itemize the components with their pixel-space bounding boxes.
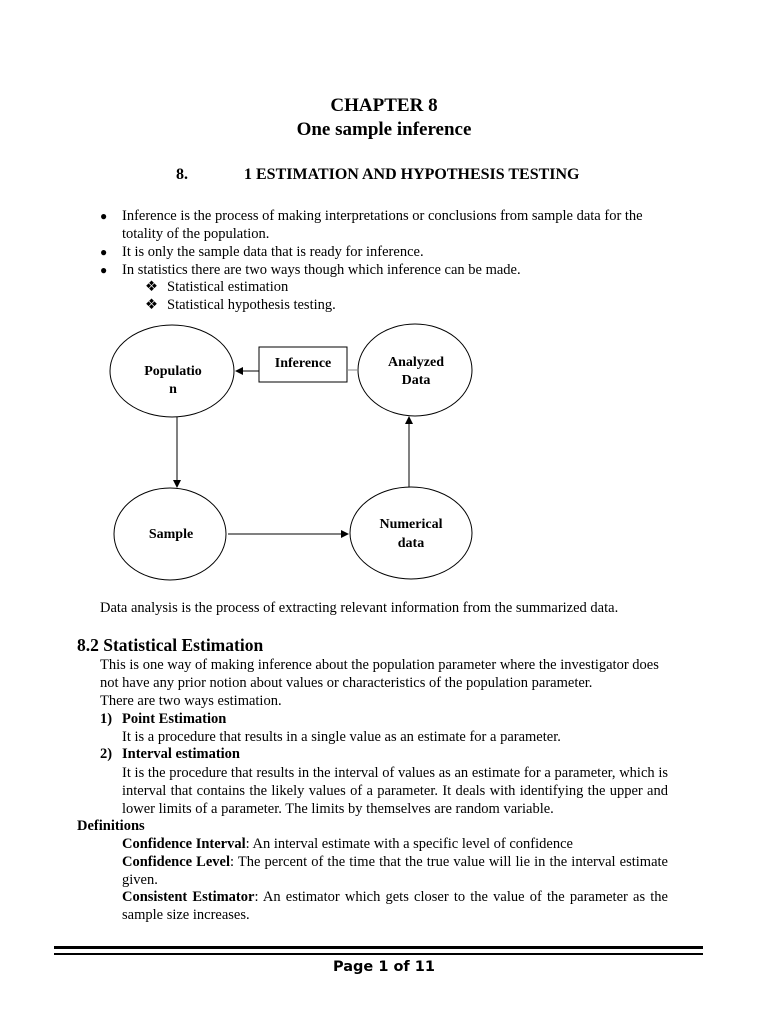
- definition-term: Consistent Estimator: [122, 889, 255, 905]
- bullet-dot: ●: [100, 245, 108, 259]
- population-label: n: [169, 382, 177, 397]
- diamond-bullet-icon: ❖: [145, 279, 158, 295]
- analyzed-data-label: Analyzed: [388, 355, 444, 370]
- page-number: Page 1 of 11: [333, 959, 435, 975]
- bullet-item: Inference is the process of making inter…: [122, 208, 643, 242]
- definition-item: Confidence Interval: An interval estimat…: [122, 835, 668, 853]
- definitions-heading: Definitions: [77, 818, 145, 834]
- analyzed-data-node: [357, 323, 473, 417]
- definition-item: Confidence Level: The percent of the tim…: [122, 853, 668, 889]
- definition-item: Consistent Estimator: An estimator which…: [122, 888, 668, 924]
- numerical-data-label: Numerical: [380, 517, 443, 532]
- sample-label: Sample: [149, 527, 193, 542]
- bullet-item: In statistics there are two ways though …: [122, 262, 521, 278]
- interval-estimation-text: It is the procedure that results in the …: [122, 765, 668, 817]
- population-node: [109, 324, 235, 418]
- definition-text: : An interval estimate with a specific l…: [245, 836, 573, 852]
- item-number: 1): [100, 711, 113, 727]
- definition-text: : An estimator which gets closer to the …: [122, 889, 668, 923]
- section-number: 8.: [176, 166, 188, 183]
- chapter-title: CHAPTER 8: [330, 95, 438, 116]
- point-estimation-title: Point Estimation: [122, 711, 227, 727]
- point-estimation-text: It is a procedure that results in a sing…: [122, 729, 561, 745]
- definition-text: : The percent of the time that the true …: [122, 854, 668, 888]
- section-82-heading: 8.2 Statistical Estimation: [77, 635, 264, 655]
- sub-bullet-item: ❖ Statistical hypothesis testing.: [145, 296, 336, 314]
- item-number: 2): [100, 746, 113, 762]
- section-title: 1 ESTIMATION AND HYPOTHESIS TESTING: [244, 166, 580, 183]
- footer-rule: [54, 953, 703, 955]
- interval-estimation-title: Interval estimation: [122, 746, 240, 762]
- numerical-data-label: data: [398, 536, 424, 551]
- bullet-dot: ●: [100, 209, 108, 223]
- section-82-ways: There are two ways estimation.: [100, 693, 282, 709]
- sub-bullet-text: Statistical estimation: [167, 279, 289, 295]
- definition-term: Confidence Level: [122, 854, 230, 870]
- inference-label: Inference: [275, 356, 332, 371]
- footer-rule: [54, 946, 703, 949]
- population-label: Populatio: [144, 364, 202, 379]
- diamond-bullet-icon: ❖: [145, 297, 158, 313]
- definition-term: Confidence Interval: [122, 836, 246, 852]
- analyzed-data-label: Data: [402, 373, 431, 388]
- bullet-dot: ●: [100, 263, 108, 277]
- sub-bullet-text: Statistical hypothesis testing.: [167, 297, 336, 313]
- chapter-subtitle: One sample inference: [296, 119, 472, 140]
- sub-bullet-item: ❖ Statistical estimation: [145, 278, 288, 296]
- numerical-data-node: [349, 486, 473, 580]
- sample-node: [113, 487, 227, 581]
- bullet-item: It is only the sample data that is ready…: [122, 244, 424, 260]
- inference-diagram: Populatio n Inference Analyzed Data Samp…: [109, 323, 473, 581]
- analysis-text: Data analysis is the process of extracti…: [100, 600, 619, 616]
- section-82-intro: This is one way of making inference abou…: [100, 657, 659, 691]
- inference-box: [258, 346, 348, 383]
